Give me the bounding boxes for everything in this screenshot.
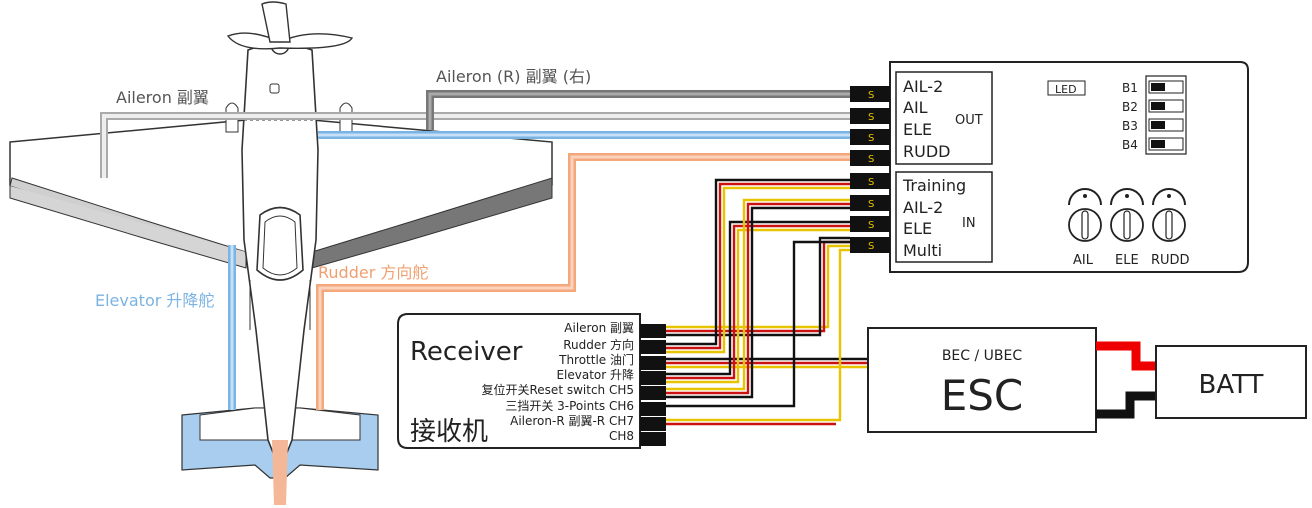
- batt-red-lead: [1096, 341, 1156, 371]
- gyro-connectors: S S S S S S S S: [850, 86, 890, 253]
- signal-mark: S: [868, 241, 874, 252]
- aileron-right-label: Aileron (R) 副翼 (右): [436, 67, 591, 86]
- dip-switch-b3[interactable]: B3: [1122, 118, 1184, 133]
- receiver-title-cn: 接收机: [410, 417, 488, 447]
- receiver-channel: Throttle 油门: [558, 352, 634, 367]
- battery-body: [1155, 345, 1307, 419]
- receiver-channel: 复位开关Reset switch CH5: [482, 382, 635, 397]
- knob-label-ele: ELE: [1115, 253, 1139, 268]
- servo-wires: [666, 178, 868, 426]
- gyro-out-block: [895, 71, 993, 165]
- esc-title: ESC: [941, 371, 1024, 420]
- receiver-channel: Aileron-R 副翼-R CH7: [510, 414, 634, 428]
- signal-mark: S: [868, 199, 874, 210]
- knob-label-rudd: RUDD: [1151, 253, 1190, 268]
- receiver-connectors: [640, 324, 666, 446]
- receiver-body: [397, 313, 641, 449]
- receiver-channel: 三挡开关 3-Points CH6: [505, 399, 634, 413]
- out-pin-4: RUDD: [903, 142, 950, 161]
- dip-label-b2: B2: [1122, 100, 1138, 114]
- receiver-title: Receiver: [410, 337, 523, 367]
- battery: BATT: [1155, 345, 1307, 419]
- battery-label: BATT: [1199, 370, 1264, 400]
- left-wing-trailing: [9, 186, 247, 269]
- dip-label-b4: B4: [1122, 138, 1138, 152]
- receiver-channel: Elevator 升降: [556, 368, 634, 382]
- receiver-channel: Rudder 方向: [563, 337, 634, 352]
- out-pin-1: AIL-2: [903, 77, 943, 96]
- receiver: Receiver 接收机 Aileron 副翼 Rudder 方向 Thrott…: [397, 313, 666, 449]
- out-pin-2: AIL: [903, 98, 928, 117]
- knob-rudd[interactable]: RUDD: [1151, 188, 1190, 268]
- in-pin-4: Multi: [903, 241, 942, 260]
- knob-ele[interactable]: ELE: [1110, 188, 1144, 268]
- led-label: LED: [1055, 83, 1077, 96]
- canopy: [256, 206, 304, 281]
- gyro-module: AIL-2 AIL ELE RUDD OUT Training AIL-2 EL…: [889, 61, 1249, 273]
- signal-mark: S: [868, 133, 874, 144]
- batt-black-lead: [1096, 391, 1156, 419]
- in-pin-1: Training: [902, 176, 966, 195]
- elevator-label: Elevator 升降舵: [95, 291, 214, 310]
- knob-ail[interactable]: AIL: [1068, 188, 1102, 268]
- receiver-channel: Aileron 副翼: [564, 321, 634, 335]
- in-pin-2: AIL-2: [903, 198, 943, 217]
- knob-label-ail: AIL: [1073, 253, 1094, 268]
- signal-mark: S: [868, 220, 874, 231]
- signal-mark: S: [868, 90, 874, 101]
- dip-label-b1: B1: [1122, 81, 1138, 95]
- signal-mark: S: [868, 112, 874, 123]
- dip-switch-b1[interactable]: B1: [1122, 80, 1184, 95]
- receiver-channel: CH8: [609, 429, 634, 443]
- aileron-left-label: Aileron 副翼: [116, 88, 209, 107]
- out-pin-3: ELE: [903, 120, 932, 139]
- esc-subtitle: BEC / UBEC: [942, 348, 1023, 364]
- dip-label-b3: B3: [1122, 119, 1138, 133]
- signal-mark: S: [868, 177, 874, 188]
- rudder-label: Rudder 方向舵: [318, 263, 428, 282]
- out-label: OUT: [955, 113, 983, 128]
- in-label: IN: [962, 216, 976, 231]
- dip-switch-b2[interactable]: B2: [1122, 99, 1184, 114]
- airplane: [9, 1, 553, 505]
- esc-body: [867, 327, 1097, 433]
- dip-switch-b4[interactable]: B4: [1122, 137, 1184, 152]
- signal-mark: S: [868, 154, 874, 165]
- led-indicator: [1047, 80, 1086, 96]
- in-pin-3: ELE: [903, 219, 932, 238]
- gyro-in-block: [895, 171, 993, 263]
- rudder: [272, 440, 288, 505]
- control-wires: [100, 90, 850, 410]
- esc: BEC / UBEC ESC: [867, 327, 1097, 433]
